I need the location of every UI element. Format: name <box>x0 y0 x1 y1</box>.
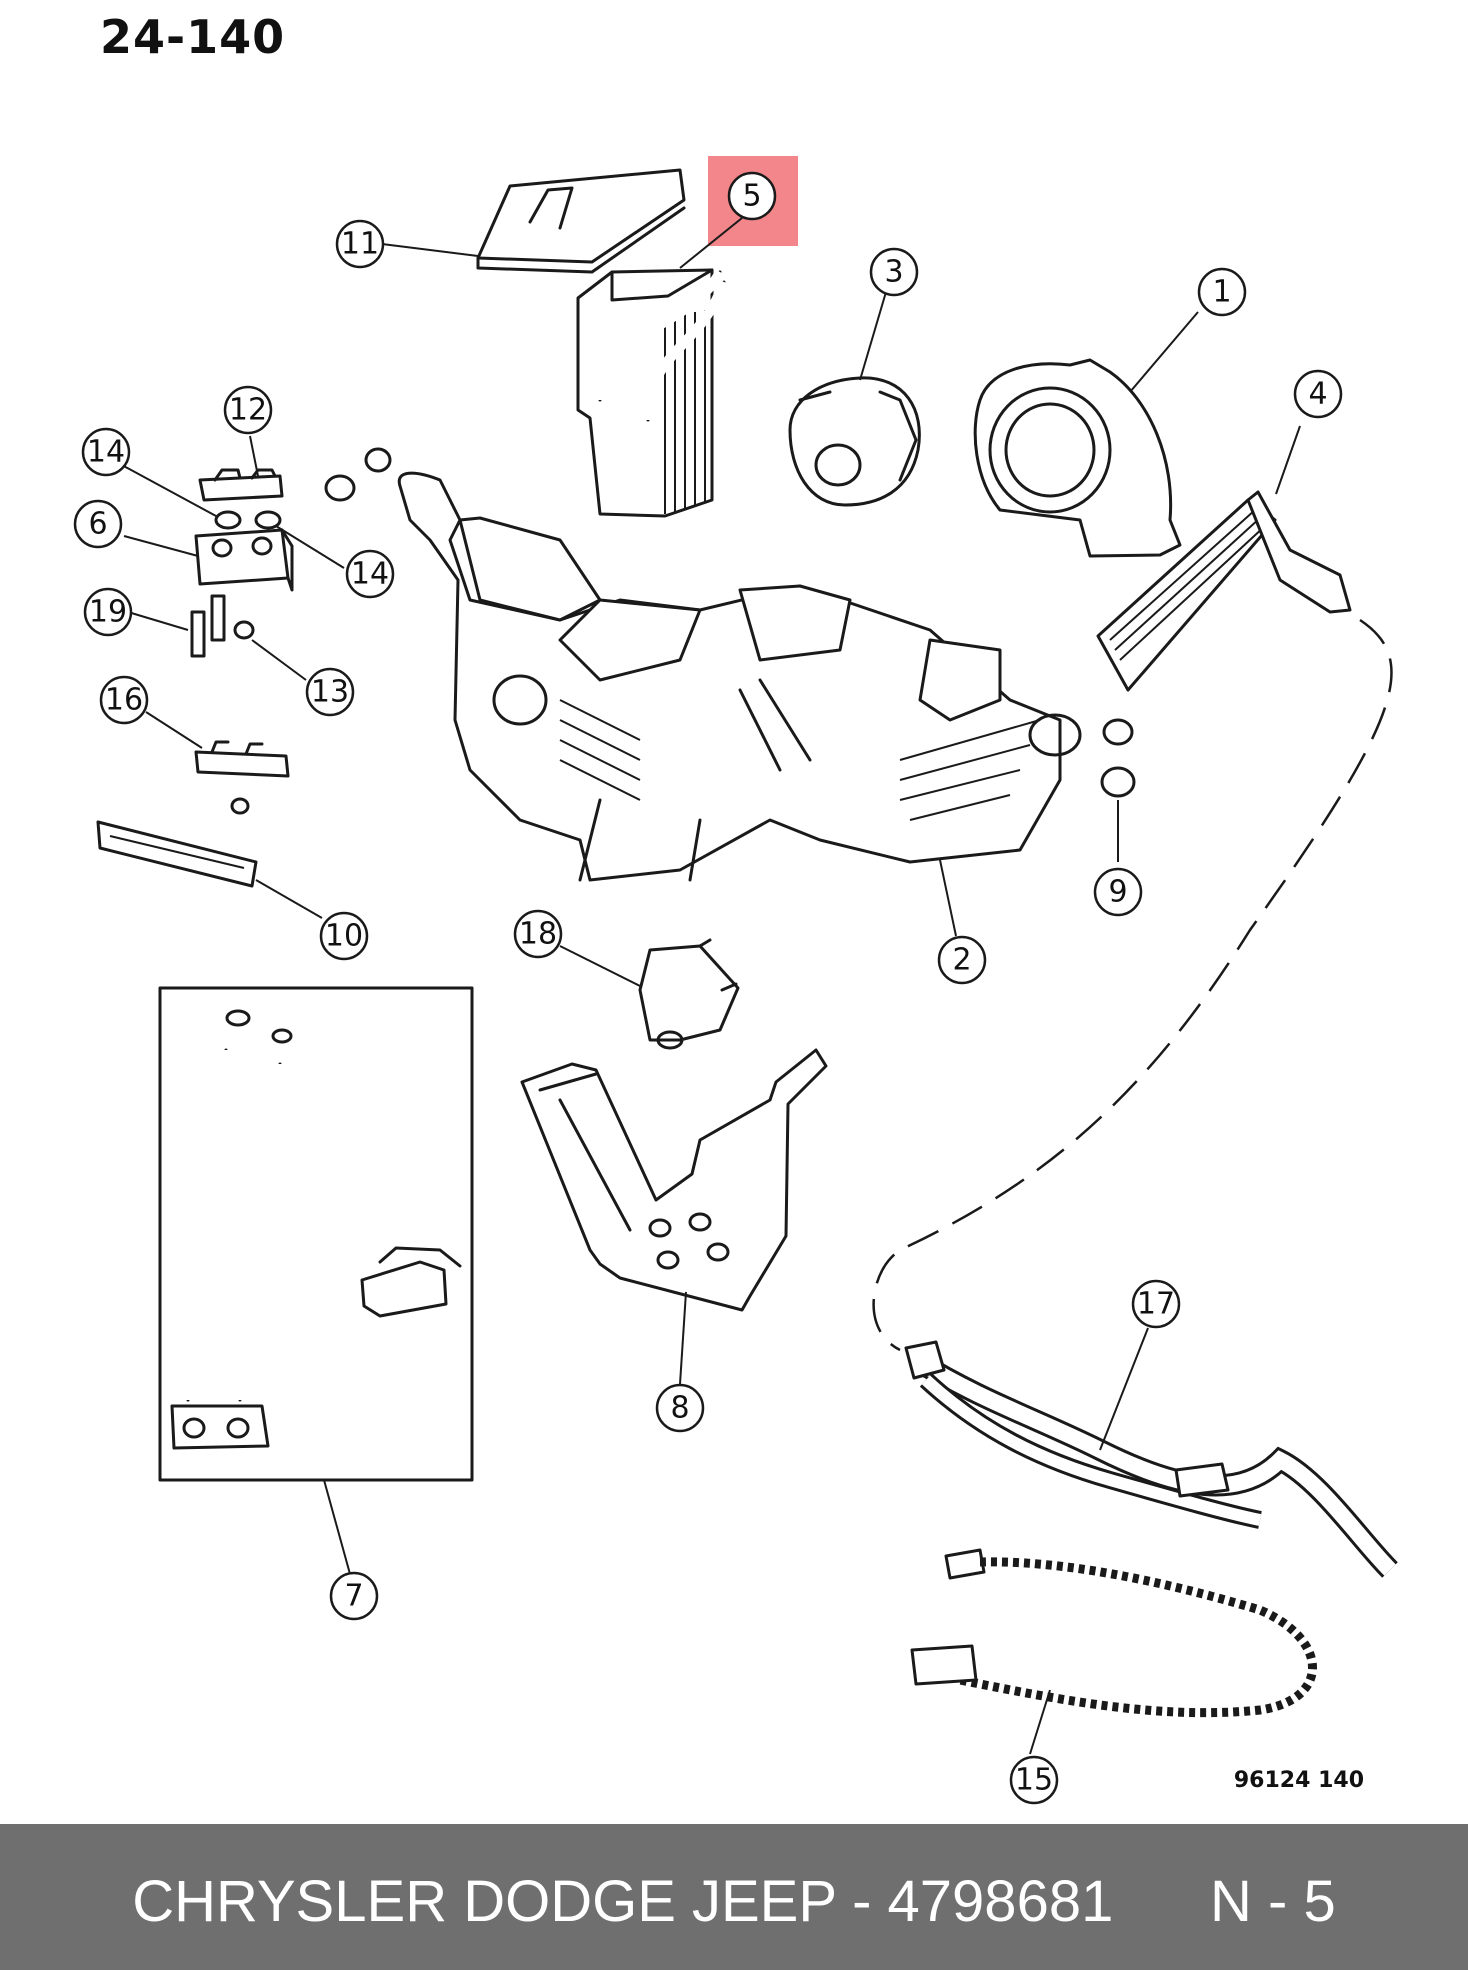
footer-bar: CHRYSLER DODGE JEEP - 4798681 N - 5 <box>0 1824 1468 1970</box>
page-number: 24-140 <box>100 10 286 64</box>
svg-text:3: 3 <box>884 255 903 290</box>
part-1-blower-housing <box>973 358 1182 558</box>
svg-text:15: 15 <box>1015 1763 1053 1798</box>
callout-16: 16 <box>99 675 149 725</box>
part-6-expansion-valve <box>194 528 294 592</box>
part-10-seal <box>96 820 258 888</box>
callout-5: 5 <box>727 171 777 221</box>
svg-text:19: 19 <box>89 595 127 630</box>
svg-text:2: 2 <box>952 943 971 978</box>
part-18-actuator <box>638 938 740 1050</box>
part-13-nut <box>233 620 255 640</box>
callout-1: 1 <box>1197 267 1247 317</box>
callout-9: 9 <box>1093 867 1143 917</box>
part-11-cover <box>476 168 686 274</box>
svg-text:16: 16 <box>105 683 143 718</box>
callout-17: 17 <box>1131 1279 1181 1329</box>
part-2-hvac-housing <box>397 471 1082 882</box>
callout-6: 6 <box>73 499 123 549</box>
svg-text:10: 10 <box>325 919 363 954</box>
callout-18: 18 <box>513 909 563 959</box>
svg-text:5: 5 <box>742 179 761 214</box>
part-7-assembly-box <box>158 986 474 1482</box>
part-3-blower-motor <box>788 376 921 507</box>
callout-10: 10 <box>319 911 369 961</box>
callout-12: 12 <box>223 385 273 435</box>
callout-14-left: 14 <box>81 427 131 477</box>
callout-19: 19 <box>83 587 133 637</box>
svg-text:14: 14 <box>351 557 389 592</box>
drawing-code: 96124 140 <box>1233 1768 1364 1793</box>
svg-text:12: 12 <box>229 393 267 428</box>
callout-2: 2 <box>937 935 987 985</box>
footer-part-number: CHRYSLER DODGE JEEP - 4798681 N - 5 <box>132 1869 1336 1934</box>
svg-text:11: 11 <box>341 227 379 262</box>
leader-lines <box>119 217 1301 1755</box>
routing-dashed-line <box>872 618 1393 1352</box>
callout-15: 15 <box>1009 1755 1059 1805</box>
part-14-washers <box>214 510 282 530</box>
svg-text:6: 6 <box>88 507 107 542</box>
svg-text:13: 13 <box>311 675 349 710</box>
part-nuts-top <box>324 447 392 502</box>
parts-diagram: 1 2 3 4 5 6 7 8 9 10 11 12 13 14 14 15 1… <box>73 156 1398 1805</box>
part-15-harness <box>910 1548 1317 1718</box>
part-12-bracket <box>198 468 284 502</box>
svg-text:4: 4 <box>1308 377 1327 412</box>
callout-11: 11 <box>335 219 385 269</box>
part-16-clip <box>194 740 290 815</box>
svg-text:14: 14 <box>87 435 125 470</box>
callout-4: 4 <box>1293 369 1343 419</box>
svg-text:17: 17 <box>1137 1287 1175 1322</box>
part-4-heater-core <box>1096 490 1352 692</box>
svg-text:1: 1 <box>1212 275 1231 310</box>
callout-13: 13 <box>305 667 355 717</box>
part-9-nuts <box>1100 718 1136 798</box>
callout-3: 3 <box>869 247 919 297</box>
part-17-hoses <box>904 1340 1398 1578</box>
callout-14-right: 14 <box>345 549 395 599</box>
callout-8: 8 <box>655 1383 705 1433</box>
part-8-bracket <box>520 1048 828 1312</box>
svg-text:8: 8 <box>670 1391 689 1426</box>
callout-7: 7 <box>329 1571 379 1621</box>
svg-text:9: 9 <box>1108 875 1127 910</box>
part-5-evaporator <box>576 268 729 518</box>
part-19-bolts <box>190 594 226 658</box>
svg-text:18: 18 <box>519 917 557 952</box>
svg-text:7: 7 <box>344 1579 363 1614</box>
